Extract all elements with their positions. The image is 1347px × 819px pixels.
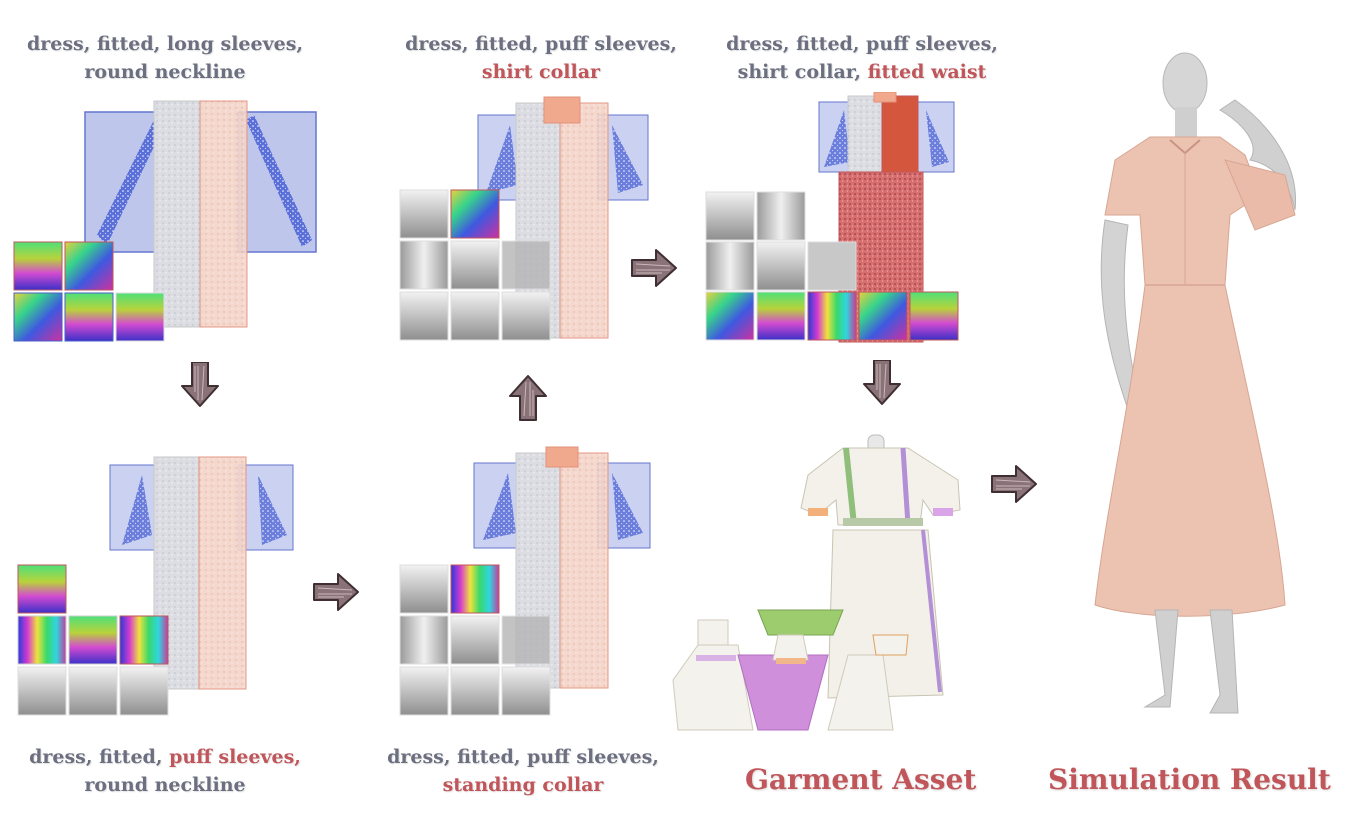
caption-step3-highlight: standing collar bbox=[442, 774, 604, 796]
panel-step5 bbox=[705, 92, 959, 343]
simulation-result-label: Simulation Result bbox=[1048, 763, 1331, 796]
caption-step5-line1: dress, fitted, puff sleeves, bbox=[726, 33, 998, 55]
arrow-right-step4 bbox=[631, 249, 677, 287]
caption-step5-line2: shirt collar, bbox=[737, 61, 868, 83]
caption-step2-line2: round neckline bbox=[84, 774, 246, 796]
caption-step3-line1: dress, fitted, puff sleeves, bbox=[387, 746, 659, 768]
caption-step4: dress, fitted, puff sleeves, shirt colla… bbox=[396, 30, 686, 86]
panel-step1 bbox=[13, 100, 317, 342]
garment-asset-figure bbox=[672, 434, 961, 731]
arrow-up-step3 bbox=[509, 375, 547, 421]
caption-step4-highlight: shirt collar bbox=[481, 61, 601, 83]
caption-step1-line1: dress, fitted, long sleeves, bbox=[26, 33, 304, 55]
caption-step3: dress, fitted, puff sleeves, standing co… bbox=[378, 743, 668, 799]
caption-step2: dress, fitted, puff sleeves, round neckl… bbox=[20, 743, 310, 799]
arrow-down-step1 bbox=[181, 362, 219, 407]
simulation-result-figure bbox=[1094, 52, 1297, 714]
caption-step4-line1: dress, fitted, puff sleeves, bbox=[405, 33, 677, 55]
garment-asset-label: Garment Asset bbox=[745, 763, 977, 796]
panel-step4 bbox=[399, 96, 649, 341]
panel-step3 bbox=[399, 446, 651, 716]
arrow-right-step2 bbox=[313, 573, 359, 611]
caption-step5-highlight: fitted waist bbox=[867, 61, 987, 83]
caption-step2-line1: dress, fitted, bbox=[29, 746, 170, 768]
caption-step1: dress, fitted, long sleeves, round neckl… bbox=[20, 30, 310, 86]
caption-step1-line2: round neckline bbox=[84, 61, 246, 83]
caption-step2-highlight: puff sleeves, bbox=[169, 746, 301, 768]
panel-step2 bbox=[17, 456, 294, 716]
arrow-right-simulate bbox=[991, 465, 1037, 503]
caption-step5: dress, fitted, puff sleeves, shirt colla… bbox=[717, 30, 1007, 86]
arrow-down-step5 bbox=[863, 360, 901, 405]
